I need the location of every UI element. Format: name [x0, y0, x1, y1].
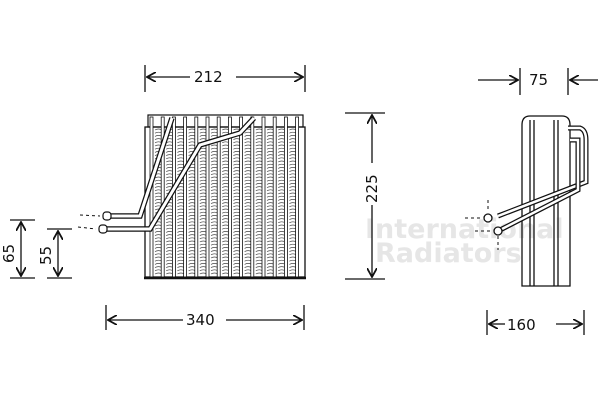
core-fin [278, 128, 286, 275]
side-view [465, 115, 589, 287]
core-fin [233, 128, 241, 275]
dimension-65 [10, 219, 35, 279]
core-fin [244, 128, 252, 275]
front-view [77, 114, 306, 280]
dimension-label-75: 75 [529, 71, 548, 89]
core-fin [222, 128, 230, 275]
core-fins [149, 116, 300, 278]
core-fin [289, 128, 297, 275]
core-tube [194, 116, 199, 278]
dimension-label-340: 340 [186, 311, 215, 329]
core-tube [227, 116, 232, 278]
dimension-340 [105, 305, 305, 330]
core-tube [171, 116, 176, 278]
core-tube [250, 116, 255, 278]
dimension-label-225: 225 [363, 174, 381, 203]
dimension-label-65: 65 [0, 244, 18, 263]
dimension-label-212: 212 [194, 68, 223, 86]
core-tube [183, 116, 188, 278]
dimension-160 [486, 310, 585, 335]
watermark-line2: Radiators [375, 238, 522, 269]
dimension-label-160: 160 [507, 316, 536, 334]
core-fin [255, 128, 263, 275]
core-tube [239, 116, 244, 278]
dimension-label-55: 55 [37, 246, 55, 265]
core-tube [283, 116, 288, 278]
dimension-225 [345, 112, 385, 280]
core-fin [210, 128, 219, 275]
core-tube [149, 116, 154, 278]
core-fin [266, 128, 275, 275]
core-tube [295, 116, 300, 278]
dimension-55 [47, 228, 72, 279]
dimension-75 [478, 68, 598, 95]
dimension-212 [144, 65, 306, 92]
core-tube [261, 116, 266, 278]
core-tube [272, 116, 277, 278]
